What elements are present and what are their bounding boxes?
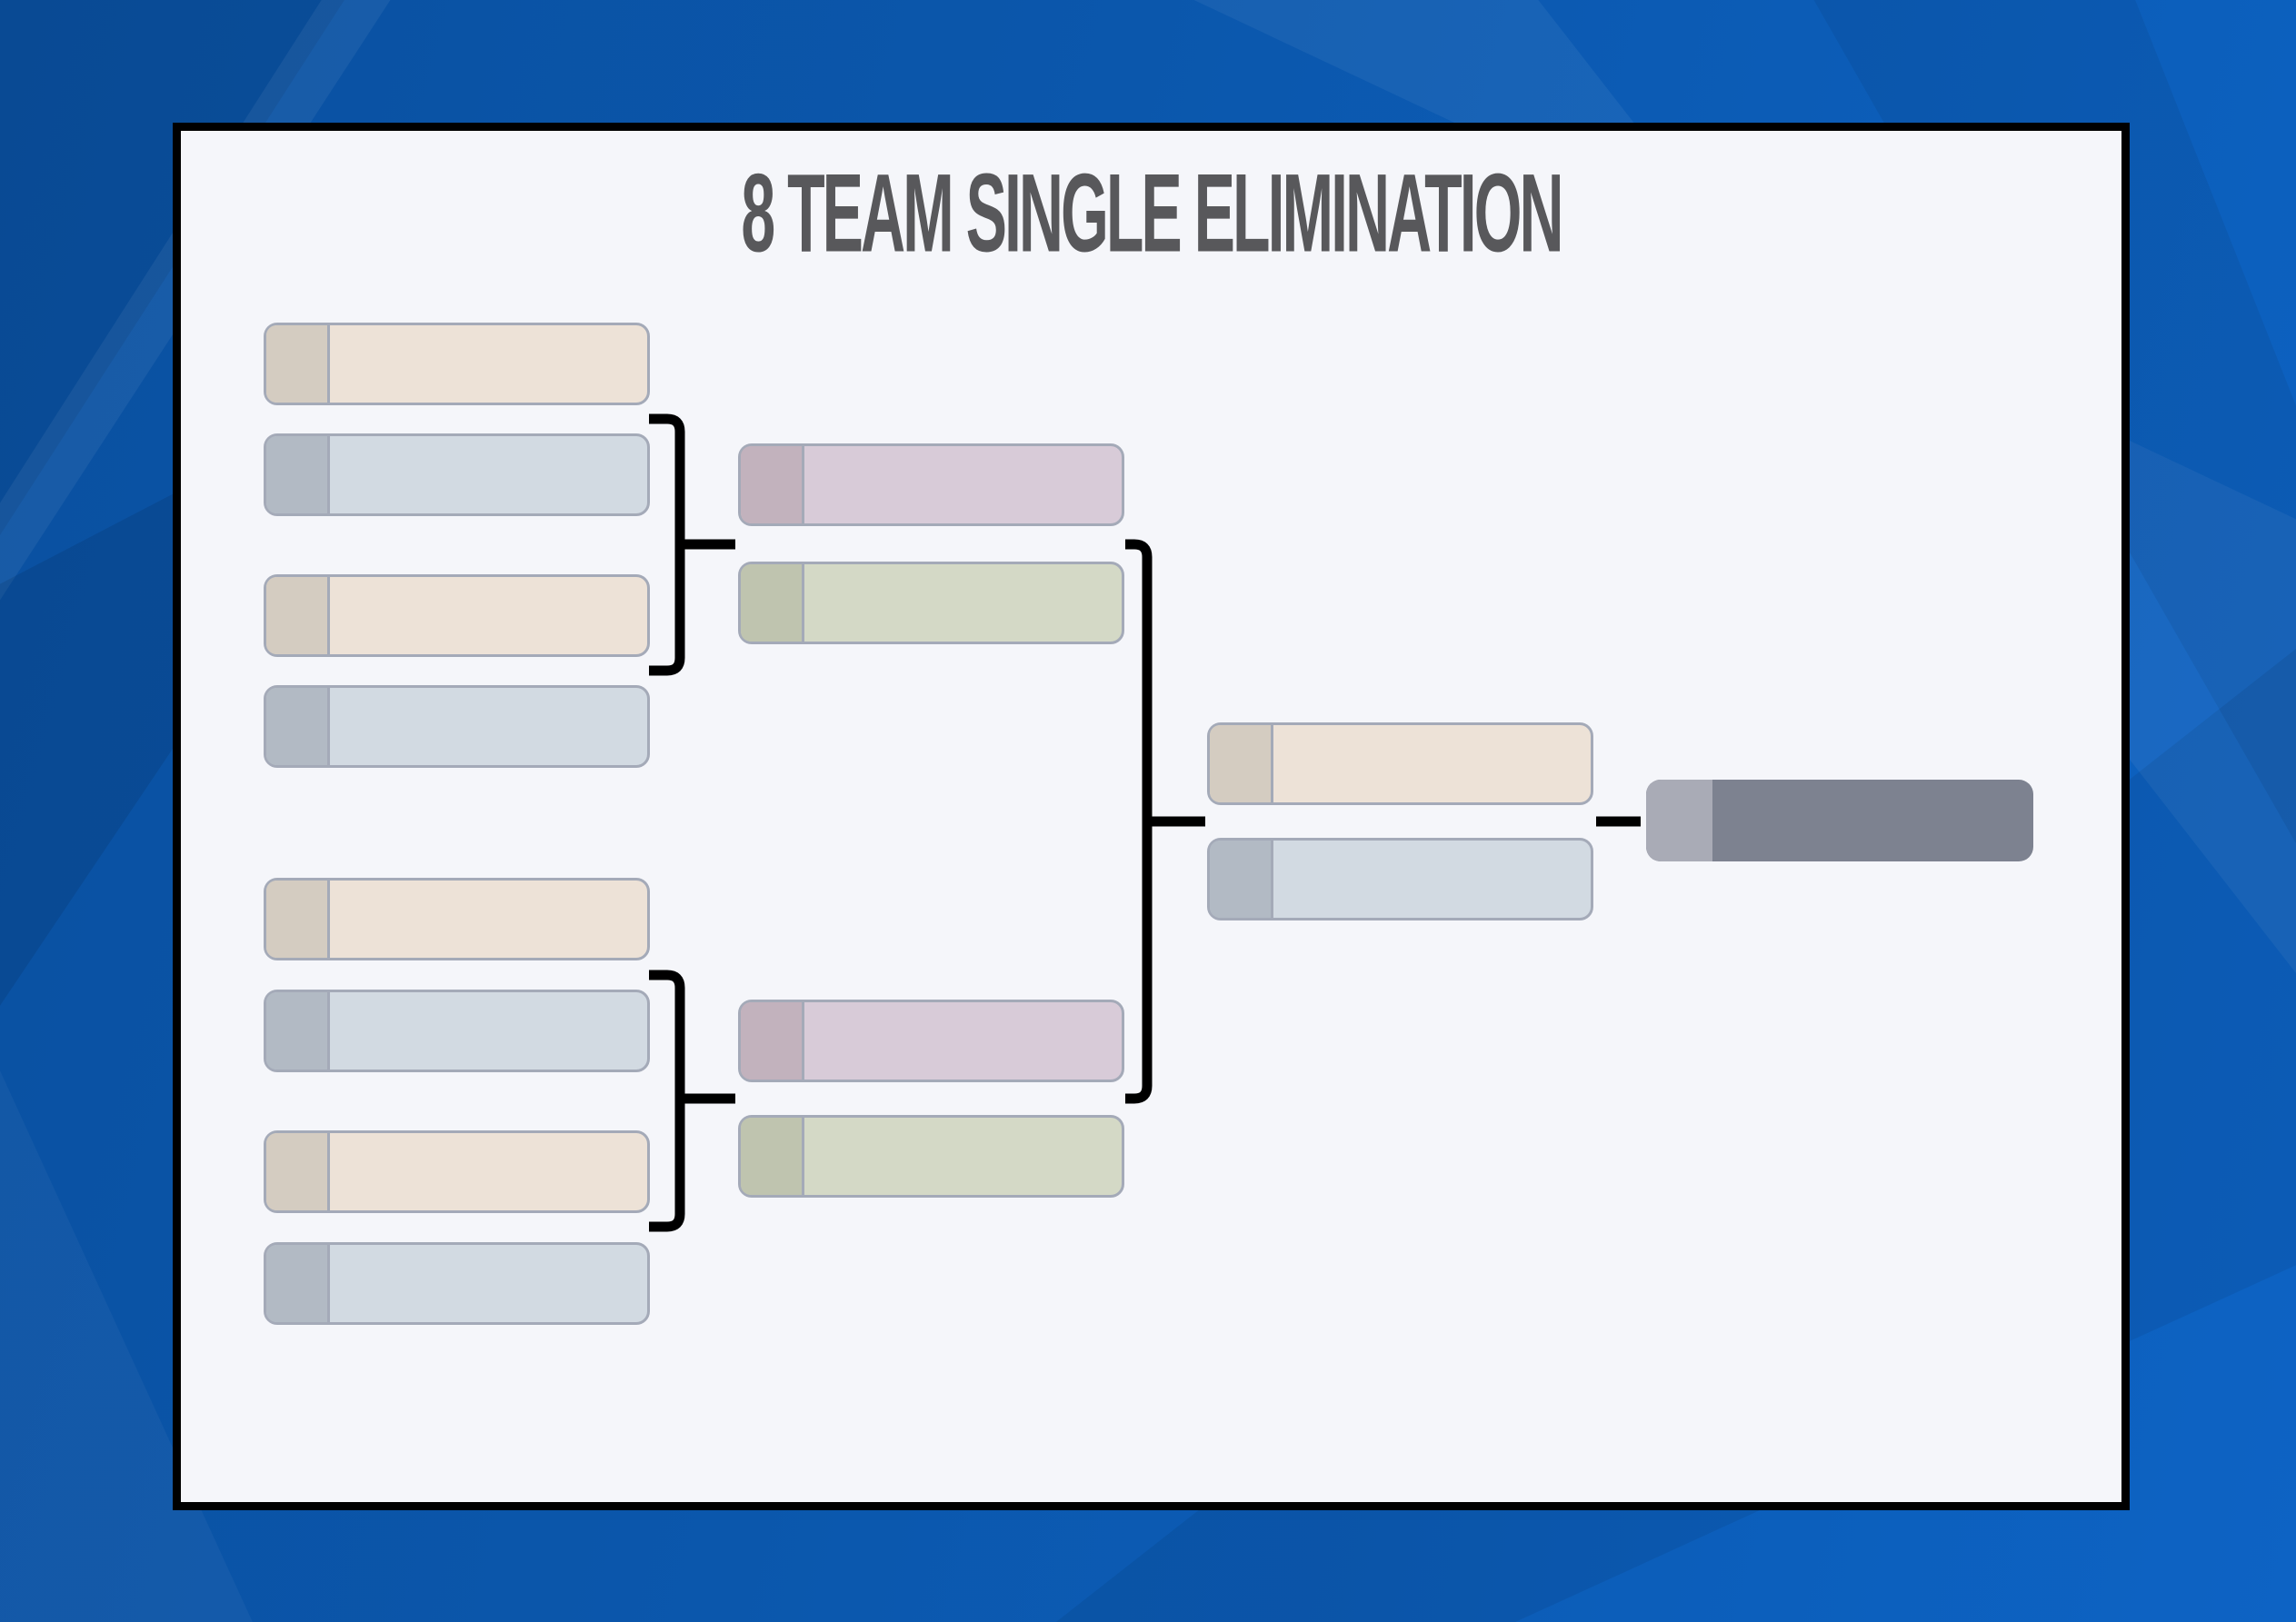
slot-label (1286, 841, 1582, 918)
slot-seed-tab (1210, 725, 1273, 802)
slot-sf-s3[interactable] (738, 1000, 1124, 1082)
slot-label (817, 1118, 1113, 1195)
slot-label (343, 688, 638, 765)
slot-sf-s1[interactable] (738, 443, 1124, 526)
slot-label (817, 564, 1113, 642)
slot-label (343, 1245, 638, 1322)
slot-r1-s6[interactable] (264, 990, 650, 1072)
slot-seed-tab (741, 564, 804, 642)
slot-seed-tab (266, 577, 330, 654)
slot-seed-tab (266, 1133, 330, 1210)
slot-label (817, 446, 1113, 523)
slot-label (1286, 725, 1582, 802)
slot-r1-s4[interactable] (264, 685, 650, 768)
slot-seed-tab (266, 881, 330, 958)
slot-seed-tab (266, 1245, 330, 1322)
slot-label (343, 436, 638, 513)
slot-label (343, 992, 638, 1070)
slot-label (1722, 780, 2024, 861)
slot-r1-s1[interactable] (264, 323, 650, 405)
slot-seed-tab (1646, 780, 1712, 861)
slot-champion[interactable] (1646, 780, 2033, 861)
slot-f-s1[interactable] (1207, 722, 1593, 805)
slot-seed-tab (741, 1118, 804, 1195)
bracket-title: 8 TEAM SINGLE ELIMINATION (741, 151, 1563, 276)
slot-label (343, 325, 638, 403)
slot-seed-tab (1210, 841, 1273, 918)
slot-label (343, 881, 638, 958)
connector-semifinal-brace (1125, 539, 1153, 1104)
slot-label (343, 577, 638, 654)
connector-quarterfinal-top-brace (649, 413, 685, 676)
slot-label (343, 1133, 638, 1210)
slot-sf-s2[interactable] (738, 562, 1124, 644)
slot-seed-tab (266, 992, 330, 1070)
slot-seed-tab (266, 325, 330, 403)
slot-f-s2[interactable] (1207, 838, 1593, 920)
slot-seed-tab (741, 446, 804, 523)
slot-seed-tab (266, 688, 330, 765)
connector-quarterfinal-bottom-brace (649, 970, 685, 1232)
slot-r1-s7[interactable] (264, 1130, 650, 1213)
slot-seed-tab (266, 436, 330, 513)
slot-seed-tab (741, 1002, 804, 1080)
slot-sf-s4[interactable] (738, 1115, 1124, 1198)
slot-r1-s2[interactable] (264, 433, 650, 516)
slot-r1-s5[interactable] (264, 878, 650, 960)
slot-r1-s3[interactable] (264, 574, 650, 657)
slot-r1-s8[interactable] (264, 1242, 650, 1325)
slot-label (817, 1002, 1113, 1080)
